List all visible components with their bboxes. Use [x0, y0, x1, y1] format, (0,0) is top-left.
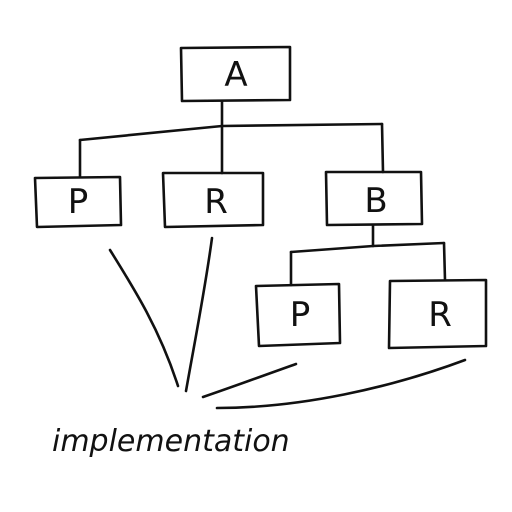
- caption: implementation: [52, 424, 290, 459]
- node-a-label: A: [224, 55, 247, 95]
- connector-b-children: [289, 223, 447, 287]
- node-r-bottom-label: R: [428, 295, 452, 335]
- node-p-bottom: P: [254, 282, 342, 348]
- node-b-label: B: [364, 181, 387, 221]
- connector-a-children: [78, 99, 385, 178]
- node-a: A: [179, 45, 292, 103]
- implementation-links: [108, 236, 467, 410]
- node-r-middle-label: R: [204, 182, 228, 222]
- node-p-left: P: [33, 175, 123, 229]
- node-p-bottom-label: P: [290, 295, 311, 335]
- node-r-bottom: R: [387, 278, 488, 350]
- node-b: B: [324, 170, 424, 227]
- node-p-left-label: P: [68, 182, 89, 222]
- node-r-middle: R: [161, 171, 265, 229]
